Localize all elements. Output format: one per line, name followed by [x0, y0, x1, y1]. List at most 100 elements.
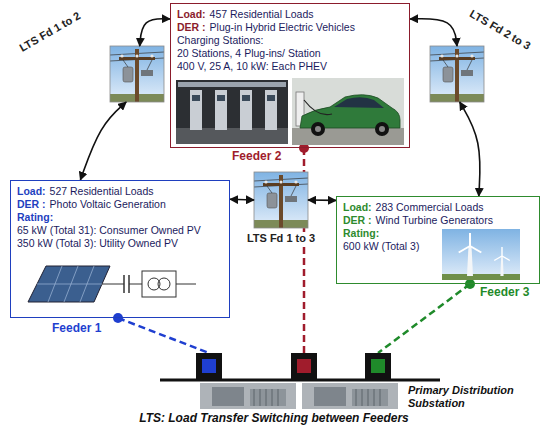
switch-node: LTS Fd 1 to 3 [254, 172, 308, 228]
pv-panel-symbol [37, 284, 102, 285]
caption-row: LTS: Load Transfer Switching between Fee… [0, 412, 548, 425]
field-name: Load: [17, 185, 46, 197]
transfer-arrow [230, 199, 254, 201]
charging-station-photo [176, 80, 288, 144]
text-line: Load: 457 Residential Loads [177, 8, 403, 21]
caption: LTS: Load Transfer Switching between Fee… [139, 411, 409, 425]
transformer-photo [278, 389, 279, 406]
transformer-photo [362, 389, 363, 406]
wind-turbine-photo [469, 233, 471, 246]
charging-station-photo [176, 80, 288, 144]
field-value: 350 kW (Total 3): Utility Owned PV [17, 237, 178, 249]
charging-station-photo [240, 90, 252, 130]
connector-group [80, 19, 480, 201]
text-line: 20 Stations, 4 Plug-ins/ Station [177, 47, 403, 60]
transfer-arrow [410, 19, 457, 46]
field-value: 20 Stations, 4 Plug-ins/ Station [177, 47, 321, 59]
switch-label: LTS Fd 1 to 2 [17, 9, 83, 54]
phev-photo [311, 122, 325, 136]
transformer-photo [260, 389, 261, 406]
charging-station-photo [265, 90, 277, 130]
field-value: 457 Residential Loads [210, 8, 314, 20]
switch-photo [430, 46, 484, 102]
charging-station-photo [176, 128, 288, 144]
field-value: Charging Stations: [177, 34, 263, 46]
text-line: Load: 527 Residential Loads [17, 185, 223, 198]
text-line: Rating: [17, 211, 223, 224]
switch-photo [254, 172, 308, 228]
phev-photo [292, 78, 404, 145]
charging-station-photo [242, 95, 250, 101]
feeder-breaker [297, 359, 311, 373]
wind-turbine-photo [459, 246, 470, 253]
feeder-dot [465, 279, 475, 289]
feeder-line [378, 284, 470, 353]
phev-photo [304, 100, 332, 115]
switch-photo [254, 172, 308, 228]
text-body: Load: 457 Residential LoadsDER : Plug-in H… [177, 8, 403, 73]
transfer-arrow [308, 199, 336, 201]
text-line: DER : Plug-in Hybrid Electric Vehicles [177, 21, 403, 34]
transformer-photo [352, 389, 388, 406]
transformer-photo [368, 389, 369, 406]
field-name: DER : [177, 21, 206, 33]
switch-node: LTS Fd 2 to 3 [430, 46, 484, 102]
text-line: DER :Photo Voltaic Generation [17, 198, 223, 211]
field-name: Load: [177, 8, 206, 20]
field-value: Plug-in Hybrid Electric Vehicles [210, 21, 355, 33]
pv-panel-symbol [142, 271, 176, 297]
transformer-photo [272, 389, 273, 406]
field-value: Wind Turbine Generators [376, 214, 493, 226]
transformer-photo [200, 383, 296, 409]
feeder-box: Load: 457 Residential LoadsDER : Plug-in H… [170, 3, 410, 148]
pv-panel-symbol [158, 278, 170, 290]
field-value: 600 kW (Total 3) [343, 240, 419, 252]
feeder-box: Load: 527 Residential LoadsDER :Photo Vol… [10, 180, 230, 318]
transformer-photo [212, 387, 244, 406]
text-body: Load: 527 Residential LoadsDER :Photo Vol… [17, 185, 223, 250]
wind-turbine-photo [442, 229, 520, 280]
wind-turbine-photo [470, 246, 481, 253]
transformer-photo [314, 387, 346, 406]
feeder-line [118, 318, 209, 353]
field-value: 527 Residential Loads [50, 185, 154, 197]
text-line: Charging Stations: [177, 34, 403, 47]
pv-panel-symbol [129, 284, 142, 285]
transformer-photo [254, 389, 255, 406]
field-name: Load: [343, 201, 372, 213]
feeder-breaker [196, 353, 391, 379]
switch-photo [430, 46, 484, 102]
charging-station-photo [267, 95, 275, 101]
feeder-dot [113, 313, 123, 323]
text-line: Load:283 Commercial Loads [343, 201, 533, 214]
field-name: Rating: [17, 211, 53, 223]
switch-label: LTS Fd 2 to 3 [467, 7, 533, 52]
phev-photo [315, 126, 321, 132]
feeder-label: Feeder 1 [52, 322, 101, 335]
pv-panel-symbol [48, 266, 62, 302]
transformer-photo [380, 389, 381, 406]
feeder-line [118, 148, 470, 353]
transformer-photo [200, 383, 398, 409]
pv-panel-symbol [28, 266, 196, 302]
transfer-arrow [80, 102, 126, 180]
wind-turbine-photo [494, 256, 502, 261]
feeder-breaker [371, 359, 385, 373]
field-name: DER : [343, 214, 372, 226]
pv-panel-symbol [64, 266, 78, 302]
text-line: DER : Wind Turbine Generators [343, 214, 533, 227]
field-value: 400 V, 25 A, 10 kW: Each PHEV [177, 60, 327, 72]
pv-panel-symbol [80, 266, 94, 302]
feeder-box: Load:283 Commercial LoadsDER : Wind Turbi… [336, 196, 540, 284]
pv-panel-symbol [123, 275, 125, 293]
phev-photo [292, 78, 404, 145]
field-value: 65 kW (Total 31): Consumer Owned PV [17, 224, 201, 236]
text-line: Rating: [343, 227, 533, 240]
pv-panel-symbol [28, 266, 110, 302]
transformer-photo [266, 389, 267, 406]
feeder-breaker [291, 353, 317, 379]
field-value: Photo Voltaic Generation [50, 198, 166, 210]
pv-panel-symbol [102, 284, 124, 285]
